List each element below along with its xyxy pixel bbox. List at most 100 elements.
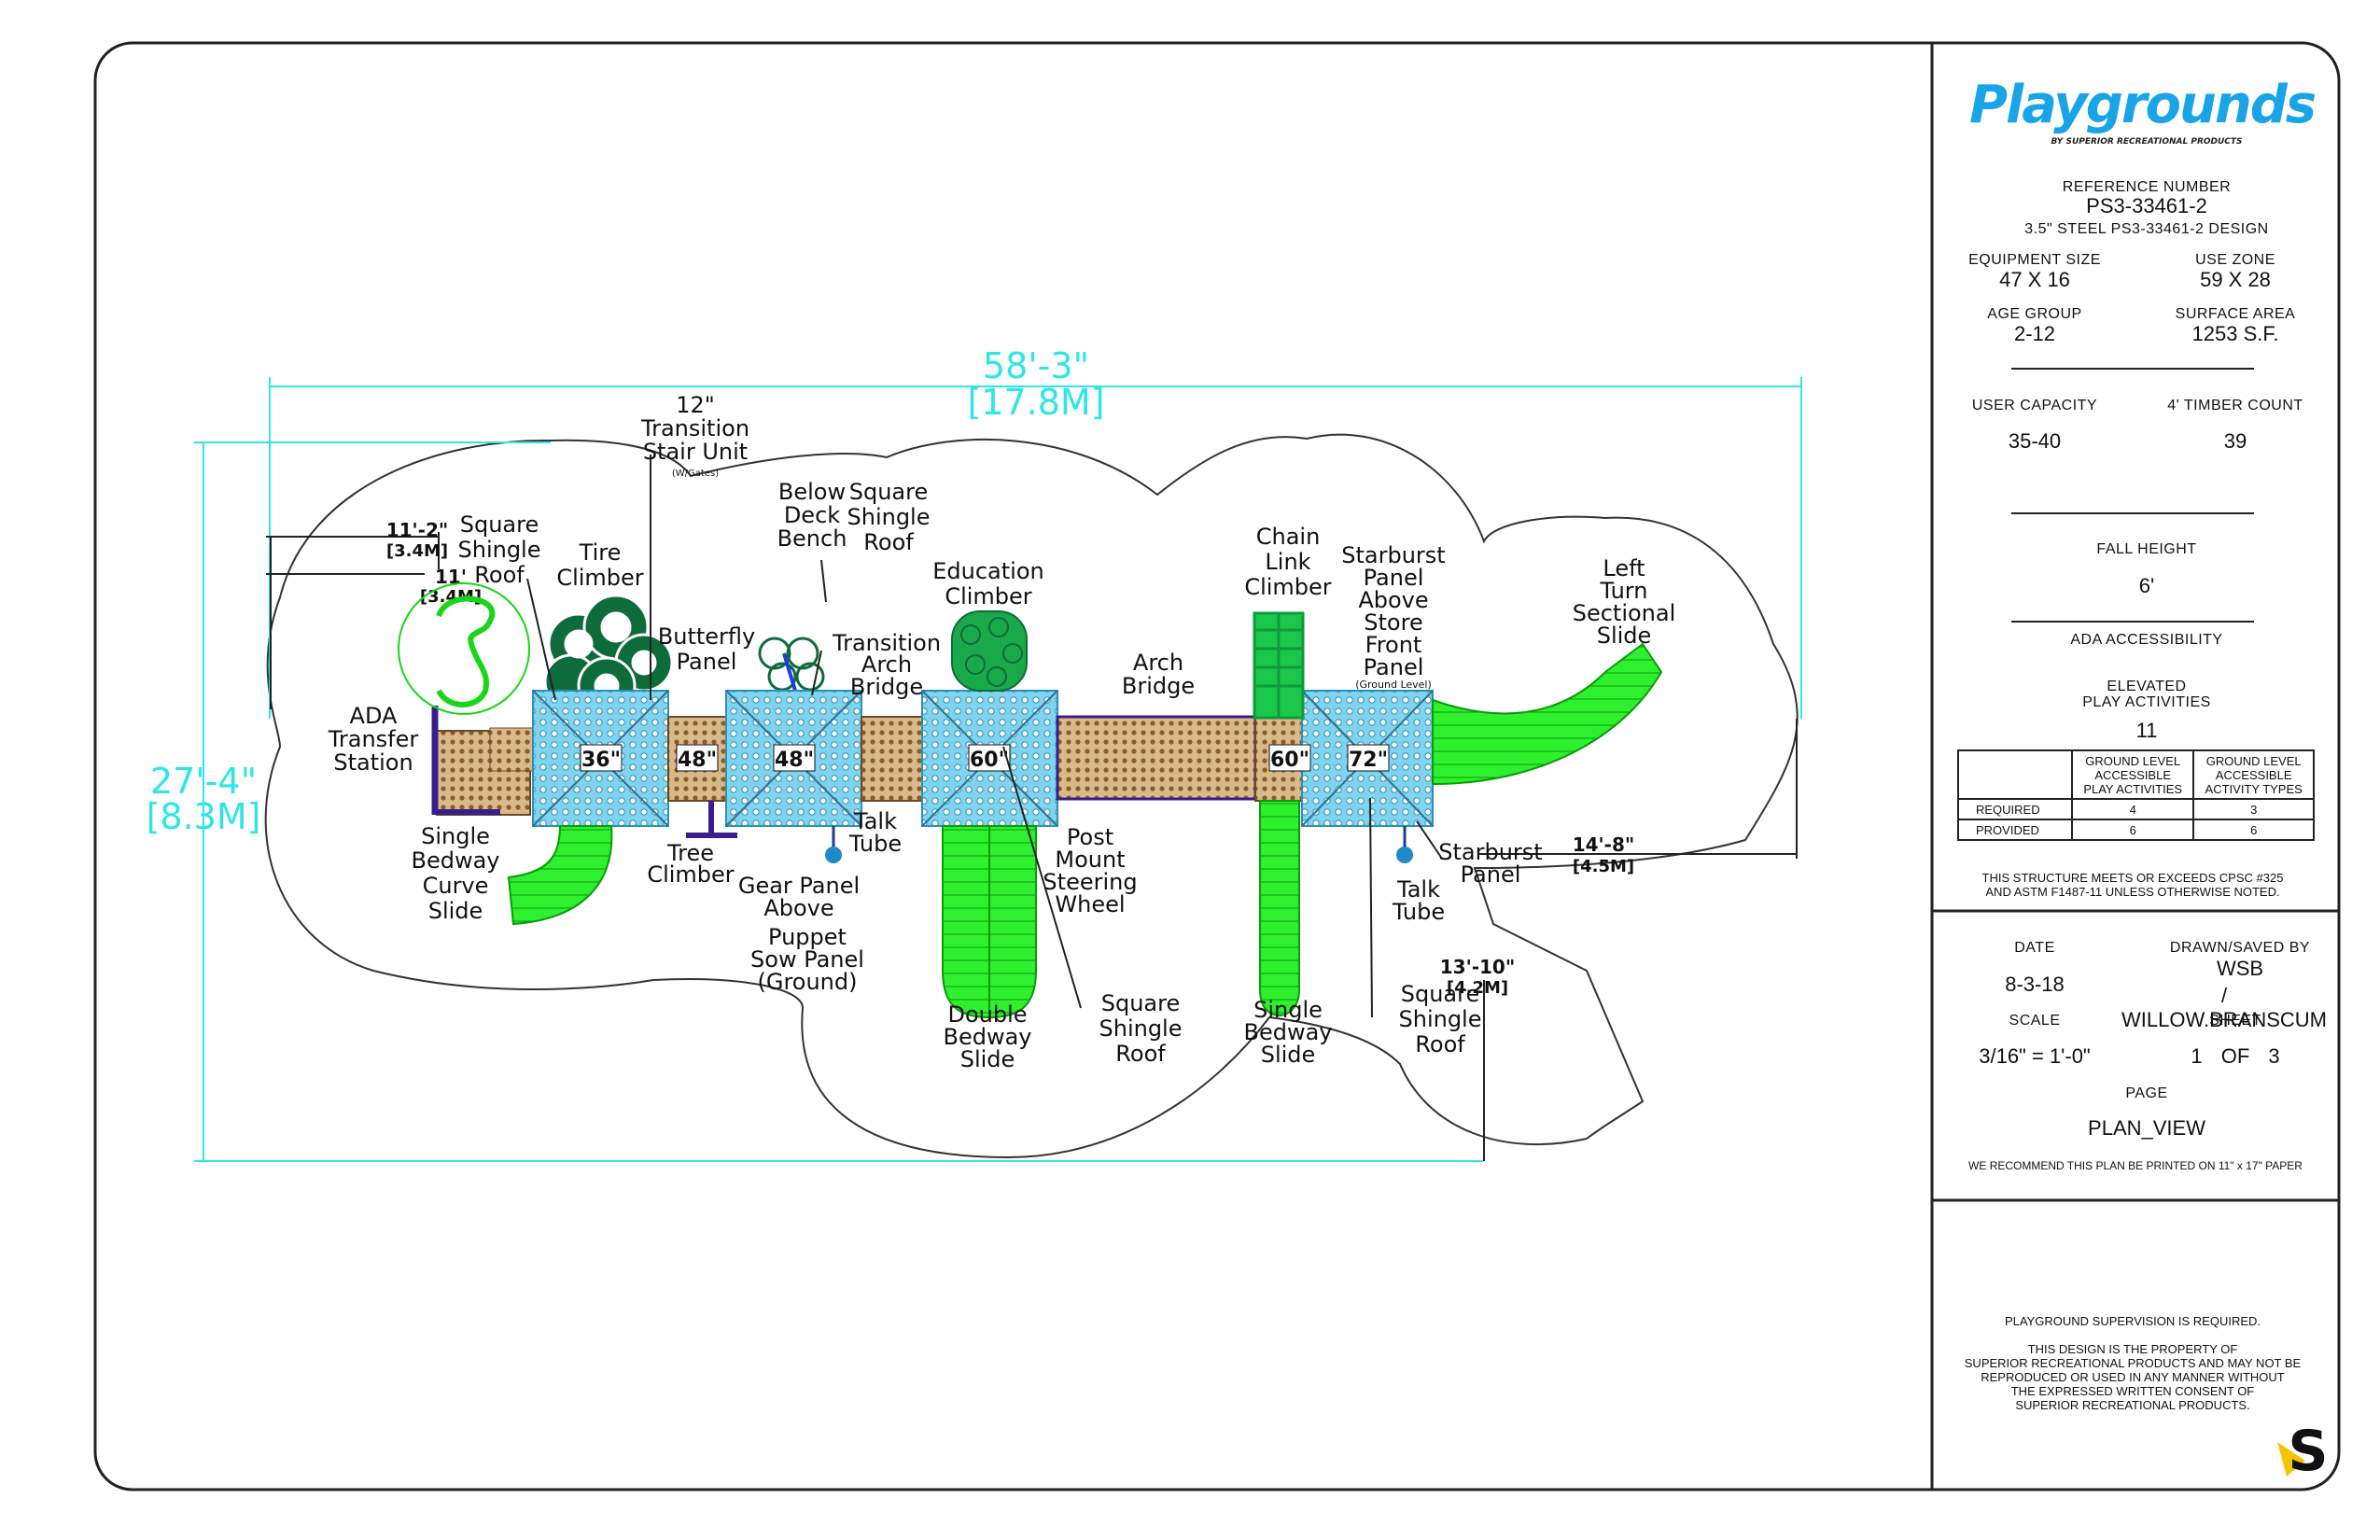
corner-mark: S: [2288, 1419, 2328, 1484]
callout-chain-link-1: Chain: [1256, 524, 1321, 550]
education-climber: [951, 610, 1028, 692]
surface-area-label: SURFACE AREA: [2175, 306, 2296, 322]
dim-11-2-metric: [3.4M]: [386, 541, 448, 561]
reference-number: PS3-33461-2: [2086, 194, 2207, 217]
user-capacity-label: USER CAPACITY: [1971, 398, 2098, 413]
th1-line3: PLAY ACTIVITIES: [2083, 781, 2183, 796]
overall-depth-dimension: [194, 441, 1484, 1162]
leader-lines: [526, 455, 1443, 1018]
ada-symbol: [398, 582, 530, 715]
scale-label: SCALE: [2009, 1013, 2061, 1029]
table-provided-label: PROVIDED: [1957, 819, 2073, 841]
ada-accessibility-label: ADA ACCESSIBILITY: [2070, 632, 2223, 648]
age-group: 2-12: [2013, 322, 2056, 345]
callout-left-turn-4: Slide: [1597, 623, 1652, 649]
user-capacity: 35-40: [2008, 429, 2062, 453]
age-group-label: AGE GROUP: [1987, 306, 2082, 322]
property-note-5: SUPERIOR RECREATIONAL PRODUCTS.: [2015, 1398, 2250, 1412]
callout-starburst-4: Store: [1364, 609, 1422, 636]
callout-education-2: Climber: [945, 583, 1031, 609]
table-header-play-activities: GROUND LEVEL ACCESSIBLE PLAY ACTIVITIES: [2070, 749, 2195, 800]
property-note-1: THIS DESIGN IS THE PROPERTY OF: [2027, 1342, 2238, 1356]
dim-14-8: 14'-8": [1573, 833, 1635, 856]
callout-single-slide-1: Single: [1253, 997, 1323, 1023]
callout-puppet-3: (Ground): [757, 969, 857, 995]
callout-square-roof-d-3: Roof: [1415, 1031, 1465, 1057]
print-note: WE RECOMMEND THIS PLAN BE PRINTED ON 11"…: [1968, 1159, 2303, 1172]
property-note-2: SUPERIOR RECREATIONAL PRODUCTS AND MAY N…: [1964, 1356, 2302, 1370]
callout-square-roof-c-1: Square: [1101, 990, 1181, 1016]
ada-platform-link: [489, 727, 535, 772]
left-turn-sectional-slide: [1432, 642, 1663, 786]
scale: 3/16" = 1'-0": [1979, 1044, 2091, 1068]
callout-ada-3: Station: [333, 749, 413, 776]
talk-tube-b: [1396, 826, 1413, 863]
callout-post-mount-3: Steering: [1043, 869, 1137, 895]
callout-starburst-6: Panel: [1364, 654, 1424, 680]
callout-single-slide-2: Bedway: [1243, 1019, 1332, 1045]
callout-transition-stair-3: Stair Unit: [643, 439, 748, 465]
cpsc-note-2: AND ASTM F1487-11 UNLESS OTHERWISE NOTED…: [1985, 885, 2280, 899]
th2-line1: GROUND LEVEL: [2205, 753, 2302, 768]
dim-11-2: 11'-2": [386, 519, 449, 541]
surface-area: 1253 S.F.: [2191, 322, 2279, 345]
table-provided-play: 6: [2070, 819, 2195, 841]
drawn-by-1: WSB: [2216, 957, 2264, 980]
callout-square-roof-d-1: Square: [1401, 981, 1480, 1007]
property-note-4: THE EXPRESSED WRITTEN CONSENT OF: [2010, 1384, 2255, 1398]
th2-line2: ACCESSIBLE: [2215, 767, 2292, 782]
use-zone-outline: [264, 433, 1799, 1159]
callout-square-roof-a-1: Square: [460, 511, 539, 538]
callout-post-mount-1: Post: [1067, 824, 1113, 850]
elevated-count: 11: [2135, 719, 2158, 742]
callout-gear-1: Gear Panel: [738, 873, 860, 899]
deck-height-48b: 48": [775, 749, 814, 772]
callout-tire-climber-1: Tire: [579, 539, 622, 566]
callout-education-1: Education: [932, 558, 1043, 584]
callout-talk-tube-a-2: Tube: [848, 831, 902, 857]
timber-count: 39: [2223, 429, 2247, 453]
callout-ada-2: Transfer: [328, 726, 419, 752]
callout-single-curve-3: Curve: [423, 873, 489, 899]
callout-butterfly-1: Butterfly: [658, 623, 755, 650]
callout-transition-stair-2: Transition: [640, 415, 749, 441]
single-bedway-slide: [1259, 800, 1300, 1017]
overall-depth-metric: [8.3M]: [147, 796, 261, 837]
date: 8-3-18: [2005, 973, 2065, 996]
callout-starburst-3: Above: [1358, 587, 1428, 613]
callout-starburst-b-2: Panel: [1461, 861, 1521, 888]
callout-gear-2: Above: [763, 895, 833, 921]
callout-post-mount-4: Wheel: [1055, 891, 1125, 917]
callout-single-slide-3: Slide: [1261, 1042, 1316, 1068]
callout-arch-bridge-2: Bridge: [1122, 673, 1195, 699]
corner-logo: [2277, 1442, 2305, 1477]
callout-tree-climber-1: Tree: [666, 840, 714, 866]
callout-square-roof-c-3: Roof: [1115, 1041, 1166, 1067]
design-name: 3.5" STEEL PS3-33461-2 DESIGN: [2024, 221, 2269, 237]
callout-square-roof-d-2: Shingle: [1399, 1006, 1482, 1032]
equipment-size: 47 X 16: [1999, 268, 2070, 291]
overall-width-label: 58'-3": [983, 345, 1089, 386]
callout-square-roof-a-3: Roof: [474, 562, 525, 588]
timber-count-label: 4' TIMBER COUNT: [2167, 398, 2303, 413]
callout-single-curve-2: Bedway: [411, 847, 499, 874]
date-label: DATE: [2014, 940, 2055, 956]
single-bedway-curve-slide: [507, 825, 613, 926]
callout-ground-level: (Ground Level): [1355, 679, 1432, 691]
deck-height-labels: [580, 744, 1390, 772]
callout-left-turn-2: Turn: [1600, 578, 1648, 604]
cpsc-note-1: THIS STRUCTURE MEETS OR EXCEEDS CPSC #32…: [1981, 871, 2284, 885]
callout-double-slide-2: Bedway: [943, 1024, 1031, 1050]
accessibility-table: GROUND LEVEL ACCESSIBLE PLAY ACTIVITIES …: [1957, 749, 2315, 841]
callout-transition-arch-3: Bridge: [850, 674, 923, 700]
arch-bridge: [1056, 715, 1257, 801]
table-required-label: REQUIRED: [1957, 798, 2073, 820]
elevated-label-1: ELEVATED: [2107, 679, 2187, 694]
callout-puppet-2: Sow Panel: [750, 946, 864, 973]
use-zone-label: USE ZONE: [2195, 252, 2275, 268]
talk-tube-a: [825, 826, 842, 863]
deck-height-48a: 48": [678, 749, 717, 772]
callout-double-slide-1: Double: [947, 1001, 1027, 1028]
th2-line3: ACTIVITY TYPES: [2205, 781, 2303, 796]
